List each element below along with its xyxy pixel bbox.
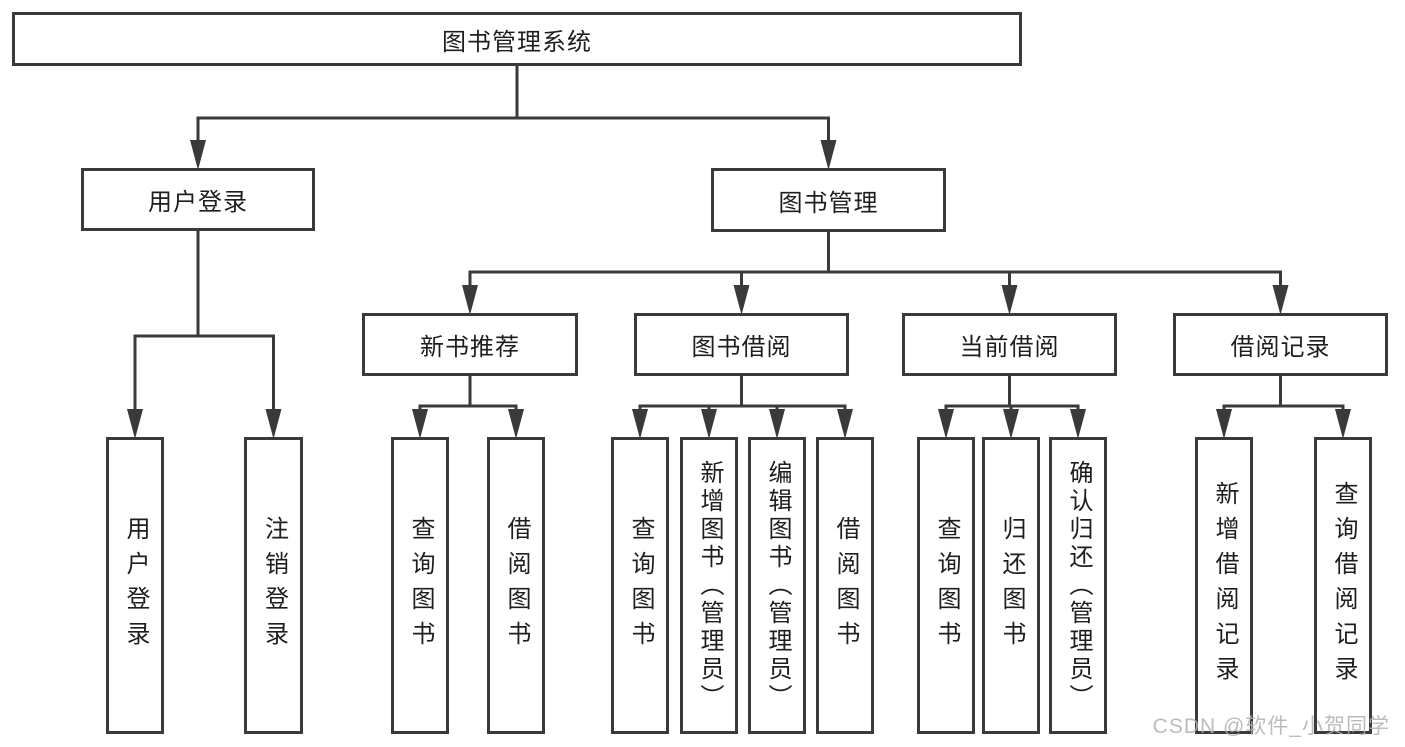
node-label: 查询图书 [407, 515, 434, 656]
arrowhead-icon [1272, 285, 1289, 315]
node-cb-return: 归还图书 [982, 437, 1040, 734]
arrowhead-icon [769, 409, 785, 439]
node-bb-borrow: 借阅图书 [816, 437, 874, 734]
node-label: 借阅图书 [832, 515, 859, 656]
arrowhead-icon [265, 409, 282, 439]
node-label: 查询借阅记录 [1330, 480, 1357, 691]
arrowhead-icon [733, 285, 750, 315]
arrowhead-icon [462, 285, 478, 315]
node-label: 查询图书 [627, 515, 654, 656]
node-user-login: 用户登录 [81, 168, 315, 231]
node-bb-edit: 编辑图书（管理员） [748, 437, 806, 734]
node-label: 图书管理 [778, 189, 879, 217]
node-label: 新书推荐 [420, 334, 520, 361]
arrowhead-icon [1001, 285, 1018, 315]
node-book-mgmt: 图书管理 [711, 168, 946, 232]
node-label: 确认归还（管理员） [1065, 459, 1092, 712]
node-nbr-borrow: 借阅图书 [487, 437, 545, 734]
arrowhead-icon [190, 140, 206, 170]
node-label: 归还图书 [998, 515, 1025, 656]
node-cb-query: 查询图书 [917, 437, 975, 734]
arrowhead-icon [632, 409, 648, 439]
node-br-query: 查询借阅记录 [1314, 437, 1372, 734]
node-label: 借阅图书 [503, 515, 530, 656]
node-book-borrow: 图书借阅 [634, 313, 849, 376]
node-br-add: 新增借阅记录 [1195, 437, 1253, 734]
node-bb-add: 新增图书（管理员） [680, 437, 738, 734]
node-ul-logout: 注销登录 [244, 437, 303, 734]
node-cb-confirm: 确认归还（管理员） [1049, 437, 1107, 734]
node-label: 图书管理系统 [442, 28, 592, 56]
node-label: 新增借阅记录 [1211, 480, 1238, 691]
arrowhead-icon [1216, 409, 1232, 439]
arrowhead-icon [508, 409, 524, 439]
arrowhead-icon [1070, 409, 1086, 439]
node-label: 新增图书（管理员） [696, 459, 723, 712]
node-label: 当前借阅 [959, 334, 1060, 361]
arrowhead-icon [412, 409, 428, 439]
node-label: 图书借阅 [691, 334, 792, 361]
node-label: 借阅记录 [1230, 334, 1331, 361]
node-label: 注销登录 [260, 515, 288, 656]
arrowhead-icon [820, 140, 837, 170]
node-current-borrow: 当前借阅 [902, 313, 1117, 376]
node-label: 用户登录 [122, 515, 149, 656]
arrowhead-icon [1003, 409, 1019, 439]
node-label: 用户登录 [148, 189, 248, 216]
node-root: 图书管理系统 [12, 12, 1022, 66]
node-new-book-rec: 新书推荐 [362, 313, 578, 376]
node-label: 编辑图书（管理员） [764, 459, 791, 712]
arrowhead-icon [837, 409, 853, 439]
arrowhead-icon [701, 409, 717, 439]
arrowhead-icon [1335, 409, 1351, 439]
arrowhead-icon [127, 409, 143, 439]
node-bb-query: 查询图书 [611, 437, 669, 734]
node-nbr-query: 查询图书 [391, 437, 449, 734]
node-ul-user-login: 用户登录 [106, 437, 164, 734]
arrowhead-icon [938, 409, 954, 439]
node-label: 查询图书 [933, 515, 960, 656]
node-borrow-records: 借阅记录 [1173, 313, 1388, 376]
csdn-watermark: CSDN @软件_小贺同学 [1152, 715, 1390, 738]
